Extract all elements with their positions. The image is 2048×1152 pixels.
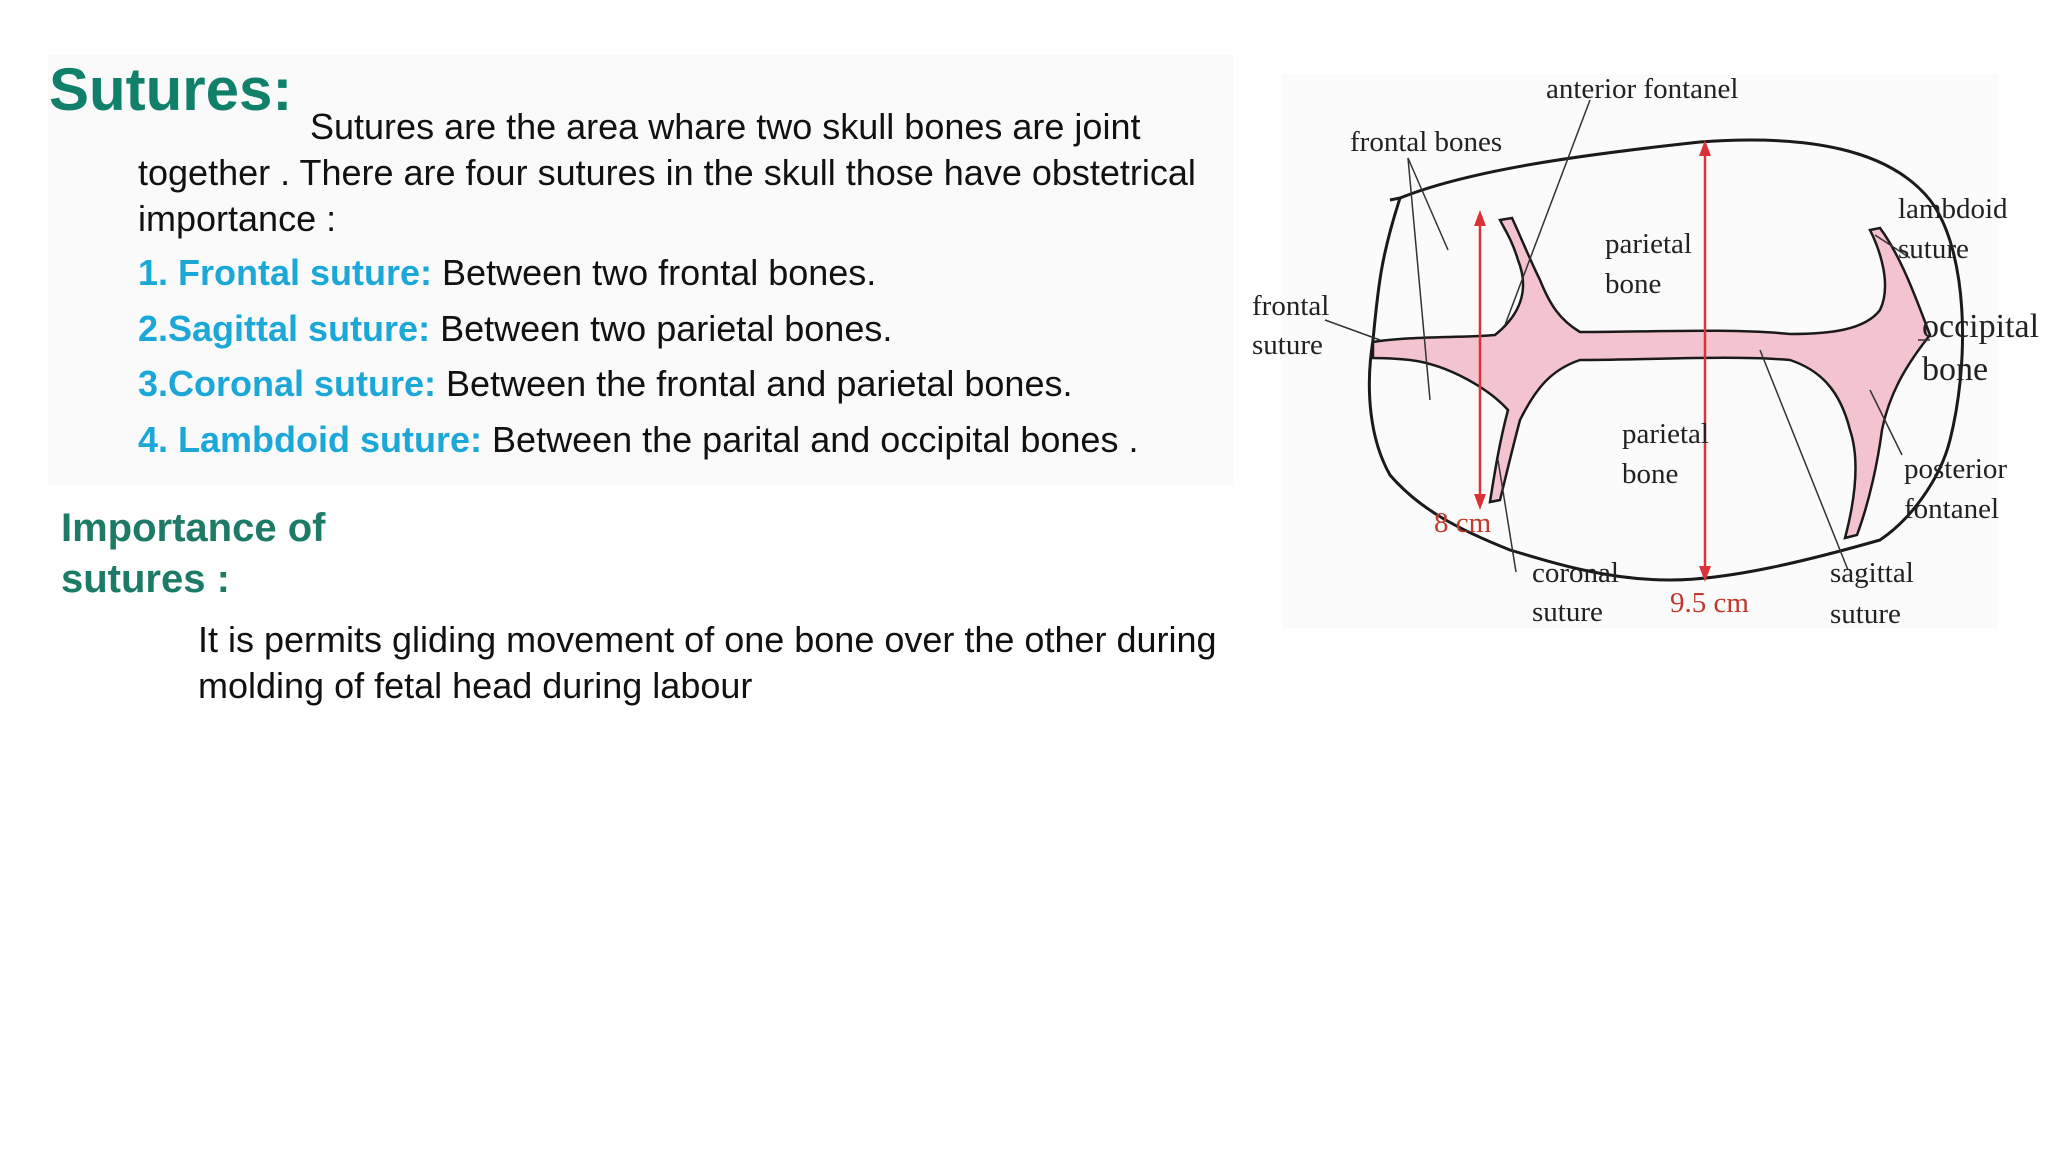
label-posterior-line1: posterior: [1904, 453, 2008, 485]
label-frontal-suture-line1: frontal: [1252, 290, 1330, 322]
suture-term: 1. Frontal suture:: [138, 252, 433, 293]
suture-description: Between the parital and occipital bones …: [482, 418, 1139, 460]
label-lambdoid-line1: lambdoid: [1898, 193, 2008, 225]
arrow-up-icon: [1474, 210, 1486, 226]
label-coronal-line1: coronal: [1532, 557, 1619, 589]
suture-description: Between two parietal bones.: [430, 307, 893, 349]
sutures-list: 1. Frontal suture: Between two frontal b…: [138, 251, 1238, 473]
label-sagittal-line1: sagittal: [1830, 557, 1914, 589]
list-item-frontal: 1. Frontal suture: Between two frontal b…: [138, 251, 1238, 307]
suture-term: 2.Sagittal suture:: [138, 307, 431, 349]
importance-heading: Importance of sutures :: [61, 506, 326, 601]
label-parietal-bottom-line1: parietal: [1622, 418, 1709, 450]
label-posterior-line2: fontanel: [1904, 493, 2000, 525]
leader-sagittal: [1759, 349, 1849, 571]
text-panel: [48, 55, 1233, 485]
leader-frontal-suture: [1324, 319, 1381, 341]
label-sagittal-line2: suture: [1830, 598, 1901, 630]
importance-paragraph: It is permits gliding movement of one bo…: [198, 619, 1217, 706]
label-parietal-top-line1: parietal: [1605, 228, 1692, 260]
leader-frontal-bones-2: [1407, 157, 1431, 401]
suture-term: 3.Coronal suture:: [138, 363, 437, 404]
suture-description: Between two frontal bones.: [432, 252, 877, 293]
list-item-lambdoid: 4. Lambdoid suture: Between the parital …: [138, 418, 1238, 474]
leader-frontal-bones-1: [1407, 157, 1449, 251]
list-item-sagittal: 2.Sagittal suture: Between two parietal …: [138, 307, 1238, 363]
arrow-down-icon: [1474, 494, 1486, 510]
page-title: Sutures:: [49, 56, 293, 123]
skull-drawing: [1282, 74, 1998, 628]
leader-anterior-fontanel: [1504, 99, 1591, 326]
label-anterior-fontanel: anterior fontanel: [1546, 73, 1739, 105]
arrow-down-icon: [1699, 566, 1711, 582]
label-frontal-bones: frontal bones: [1350, 126, 1503, 158]
suture-band: [1371, 216, 1932, 540]
skull-outline: [1367, 138, 1964, 582]
label-parietal-top-line2: bone: [1605, 268, 1662, 300]
leader-coronal: [1497, 459, 1517, 573]
label-parietal-bottom-line2: bone: [1622, 458, 1679, 490]
arrow-up-icon: [1699, 140, 1711, 156]
list-item-coronal: 3.Coronal suture: Between the frontal an…: [138, 362, 1238, 418]
label-coronal-line2: suture: [1532, 596, 1603, 628]
label-occipital-line2: bone: [1922, 351, 1989, 388]
label-lambdoid-line2: suture: [1898, 233, 1969, 265]
label-width-measure: 8 cm: [1434, 507, 1492, 539]
label-length-measure: 9.5 cm: [1670, 587, 1749, 619]
label-frontal-suture-line2: suture: [1252, 329, 1323, 361]
leader-posterior-fontanel: [1869, 389, 1903, 456]
suture-term: 4. Lambdoid suture:: [138, 418, 483, 460]
label-occipital-line1: occipital: [1922, 308, 2040, 345]
leader-lambdoid: [1874, 234, 1911, 259]
intro-paragraph: Sutures are the area whare two skull bon…: [138, 106, 1196, 239]
suture-description: Between the frontal and parietal bones.: [436, 363, 1073, 404]
skull-diagram: anterior fontanel frontal bones lambdoid…: [1250, 60, 2040, 640]
